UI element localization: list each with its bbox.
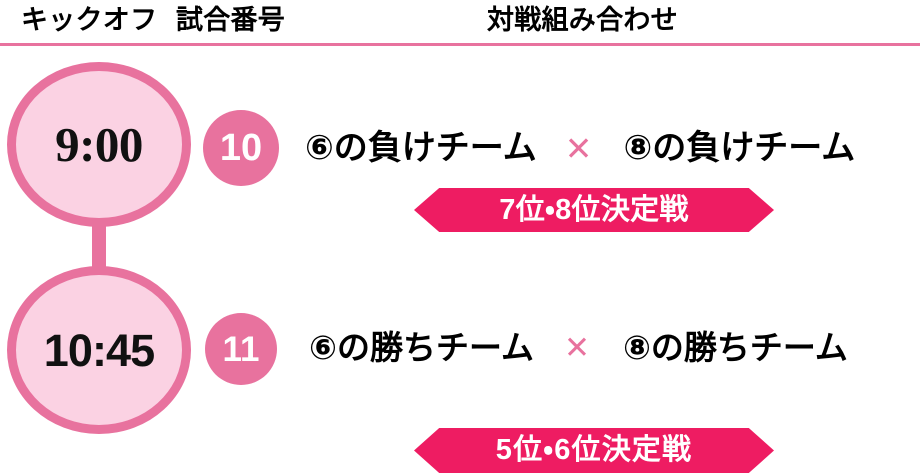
column-header-matchup: 対戦組み合わせ: [487, 5, 678, 35]
ribbon-banner-match-11: 5位・6位決定戦: [414, 428, 774, 473]
versus-icon-match-11: ✕: [563, 330, 590, 365]
column-header-match-number: 試合番号: [176, 5, 286, 35]
match-number-badge-10: 10: [203, 110, 279, 186]
match-number-label-10: 10: [219, 127, 263, 169]
matchup-row-match-10: ⑥の負けチーム ✕ ⑧の負けチーム: [305, 131, 855, 165]
ribbon-label-match-11: 5位・6位決定戦: [495, 434, 693, 466]
team-left-match-10: ⑥の負けチーム: [305, 129, 537, 167]
column-header-row: キックオフ 試合番号 対戦組み合わせ: [0, 0, 920, 44]
ribbon-banner-match-10: 7位・8位決定戦: [414, 188, 774, 232]
versus-icon-match-10: ✕: [564, 129, 593, 167]
match-number-label-11: 11: [222, 329, 260, 369]
kickoff-bubble-match-11: 10:45: [7, 266, 191, 434]
match-number-badge-11: 11: [205, 313, 277, 385]
column-header-kickoff: キックオフ: [21, 5, 158, 35]
header-divider: [0, 43, 920, 46]
team-right-match-11: ⑧の勝ちチーム: [622, 329, 848, 366]
team-left-match-11: ⑥の勝ちチーム: [309, 329, 534, 366]
team-right-match-10: ⑧の負けチーム: [623, 129, 856, 167]
matchup-row-match-11: ⑥の勝ちチーム ✕ ⑧の勝ちチーム: [309, 331, 848, 364]
kickoff-time-match-11: 10:45: [43, 324, 155, 376]
kickoff-bubble-match-10: 9:00: [7, 62, 191, 227]
kickoff-time-match-10: 9:00: [55, 117, 143, 172]
ribbon-label-match-10: 7位・8位決定戦: [499, 193, 689, 226]
